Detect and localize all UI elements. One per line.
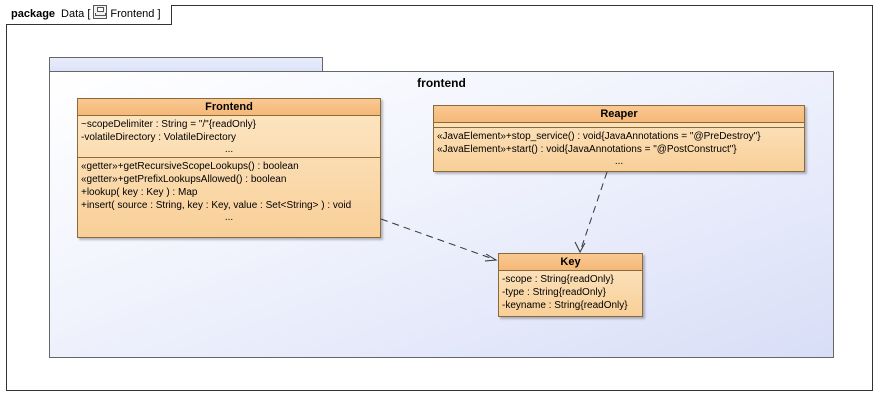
class-name: Frontend [78,99,380,116]
attribute[interactable]: -scope : String{readOnly} [502,274,614,285]
package-name: frontend [417,76,466,90]
arrowhead-icon [484,253,498,262]
attribute[interactable]: ~scopeDelimiter : String = "/"{readOnly} [81,119,256,130]
attributes-compartment [434,123,804,128]
operation[interactable]: «JavaElement»+start() : void{JavaAnnotat… [437,144,737,155]
class-frontend[interactable]: Frontend ~scopeDelimiter : String = "/"{… [77,98,381,238]
attributes-compartment: -scope : String{readOnly} -type : String… [499,271,642,313]
class-reaper[interactable]: Reaper «JavaElement»+stop_service() : vo… [433,105,805,172]
operation[interactable]: «JavaElement»+stop_service() : void{Java… [437,131,761,142]
frame-diagram-name: Frontend [110,8,155,20]
class-diagram-icon [93,5,108,19]
more-operations: ... [224,212,234,223]
operation[interactable]: «getter»+getPrefixLookupsAllowed() : boo… [81,174,287,185]
attributes-compartment: ~scopeDelimiter : String = "/"{readOnly}… [78,116,380,158]
frame-name-prefix: Data [ [61,8,91,20]
attribute[interactable]: -volatileDirectory : VolatileDirectory [81,132,237,143]
operation[interactable]: +insert( source : String, key : Key, val… [81,200,352,211]
attribute[interactable]: -type : String{readOnly} [502,287,606,298]
frame-keyword: package [11,8,56,20]
attribute[interactable]: -keyname : String{readOnly} [502,300,628,311]
dependency-frontend-to-key[interactable] [380,218,497,261]
more-operations: ... [614,156,624,167]
class-name: Key [499,254,642,271]
package-tab[interactable] [49,57,323,71]
operations-compartment: «JavaElement»+stop_service() : void{Java… [434,128,804,169]
class-key[interactable]: Key -scope : String{readOnly} -type : St… [498,253,643,317]
class-name: Reaper [434,106,804,123]
arrowhead-icon [574,241,586,254]
operation[interactable]: +lookup( key : Key ) : Map [81,187,198,198]
operation[interactable]: «getter»+getRecursiveScopeLookups() : bo… [81,161,299,172]
frame-title: package Data [ Frontend ] [6,5,172,25]
dependency-reaper-to-key[interactable] [579,171,608,253]
more-attributes: ... [224,144,234,155]
operations-compartment: «getter»+getRecursiveScopeLookups() : bo… [78,158,380,225]
frame-name-suffix: ] [157,8,161,20]
